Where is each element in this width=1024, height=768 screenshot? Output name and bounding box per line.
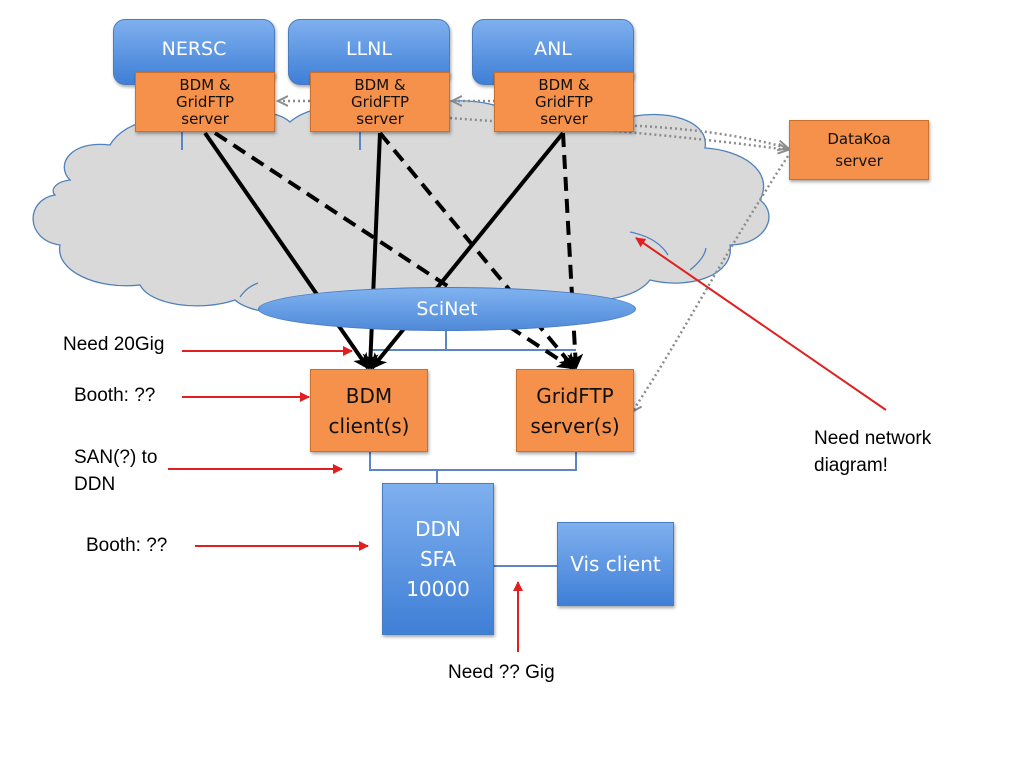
san-line: SAN(?) to xyxy=(74,447,158,468)
bdm-client-box: BDM client(s) xyxy=(310,369,428,452)
need-gig-label: Need ?? Gig xyxy=(448,662,555,683)
site-anl-label: ANL xyxy=(534,38,572,60)
san-line: DDN xyxy=(74,474,116,495)
server-line: GridFTP xyxy=(175,92,235,111)
ddn-storage-box: DDN SFA 10000 xyxy=(382,483,494,635)
bdm-client-line: client(s) xyxy=(328,413,410,438)
scinet-node: SciNet xyxy=(258,287,636,331)
server-line: GridFTP xyxy=(350,92,410,111)
anl-server: BDM & GridFTP server xyxy=(494,72,634,132)
need-network-line: Need network xyxy=(814,428,932,449)
booth-label-2: Booth: ?? xyxy=(86,535,168,556)
site-nersc-label: NERSC xyxy=(161,38,227,60)
datakoa-line: server xyxy=(835,152,883,170)
network-cloud xyxy=(32,100,770,315)
booth-label-1: Booth: ?? xyxy=(74,385,156,406)
ddn-line: 10000 xyxy=(406,577,470,601)
server-line: server xyxy=(181,109,229,128)
site-llnl-label: LLNL xyxy=(346,38,392,60)
ddn-line: SFA xyxy=(419,547,457,571)
need-20gig-label: Need 20Gig xyxy=(63,334,165,355)
nersc-server: BDM & GridFTP server xyxy=(135,72,275,132)
ddn-line: DDN xyxy=(415,517,461,541)
datakoa-line: DataKoa xyxy=(827,130,891,148)
gridftp-server-box: GridFTP server(s) xyxy=(516,369,634,452)
server-line: server xyxy=(540,109,588,128)
vis-client-label: Vis client xyxy=(570,552,661,576)
need-network-line: diagram! xyxy=(814,455,888,476)
datakoa-server: DataKoa server xyxy=(789,120,929,180)
client-ddn-connector xyxy=(369,452,577,471)
gridftp-server-line: GridFTP xyxy=(536,383,614,408)
gridftp-server-line: server(s) xyxy=(530,413,620,438)
server-line: GridFTP xyxy=(534,92,594,111)
bdm-client-line: BDM xyxy=(345,383,393,408)
server-line: BDM & xyxy=(354,75,406,94)
vis-client-box: Vis client xyxy=(557,522,674,606)
annotation-arrows xyxy=(168,237,887,652)
need-network-label: Need network diagram! xyxy=(814,425,931,479)
server-line: server xyxy=(356,109,404,128)
llnl-server: BDM & GridFTP server xyxy=(310,72,450,132)
server-line: BDM & xyxy=(538,75,590,94)
server-line: BDM & xyxy=(179,75,231,94)
san-to-ddn-label: SAN(?) to DDN xyxy=(74,444,157,498)
scinet-label: SciNet xyxy=(416,298,478,320)
